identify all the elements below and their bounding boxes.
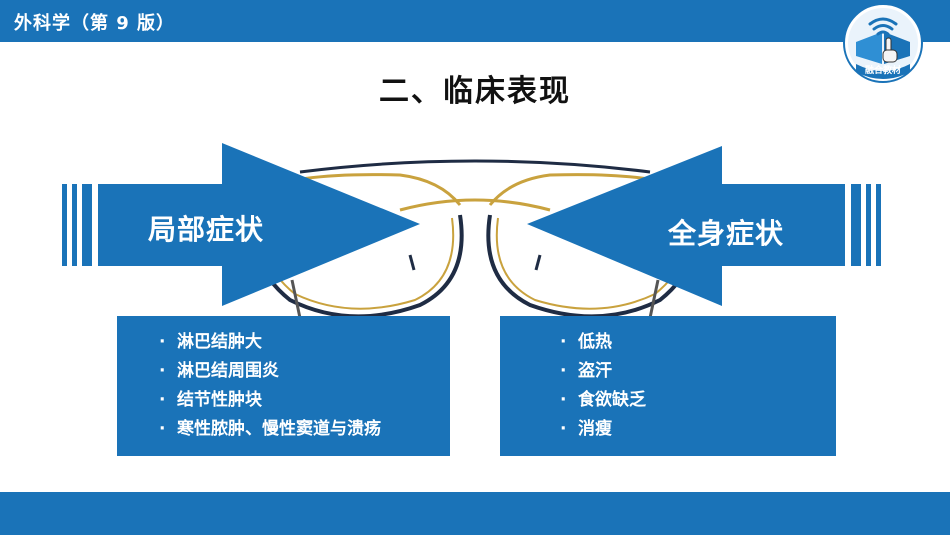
right-arrow	[527, 146, 881, 306]
list-item: ·结节性肿块	[159, 390, 262, 410]
left-arrow-label: 局部症状	[148, 213, 265, 246]
list-item: ·食欲缺乏	[560, 390, 646, 410]
header-bar: 外科学（第 9 版）	[0, 0, 950, 42]
list-item: ·盗汗	[560, 361, 612, 381]
list-item: ·寒性脓肿、慢性窦道与溃疡	[159, 419, 381, 439]
list-item: ·淋巴结周围炎	[159, 361, 279, 381]
logo-badge: 融合教材	[843, 3, 923, 83]
list-item: ·淋巴结肿大	[159, 332, 262, 352]
local-symptoms-list: ·淋巴结肿大 ·淋巴结周围炎 ·结节性肿块 ·寒性脓肿、慢性窦道与溃疡	[159, 328, 450, 444]
left-arrow	[62, 143, 420, 306]
header-title: 外科学（第 9 版）	[14, 13, 176, 34]
local-symptoms-box: ·淋巴结肿大 ·淋巴结周围炎 ·结节性肿块 ·寒性脓肿、慢性窦道与溃疡	[117, 316, 450, 456]
list-item: ·低热	[560, 332, 612, 352]
hand-pointer-icon	[882, 37, 898, 63]
systemic-symptoms-list: ·低热 ·盗汗 ·食欲缺乏 ·消瘦	[560, 328, 836, 444]
wifi-icon	[868, 17, 898, 36]
footer-bar	[0, 492, 950, 535]
systemic-symptoms-box: ·低热 ·盗汗 ·食欲缺乏 ·消瘦	[500, 316, 836, 456]
right-arrow-label: 全身症状	[668, 217, 785, 250]
list-item: ·消瘦	[560, 419, 612, 439]
logo-text: 融合教材	[865, 64, 901, 76]
slide-title: 二、临床表现	[379, 74, 571, 109]
